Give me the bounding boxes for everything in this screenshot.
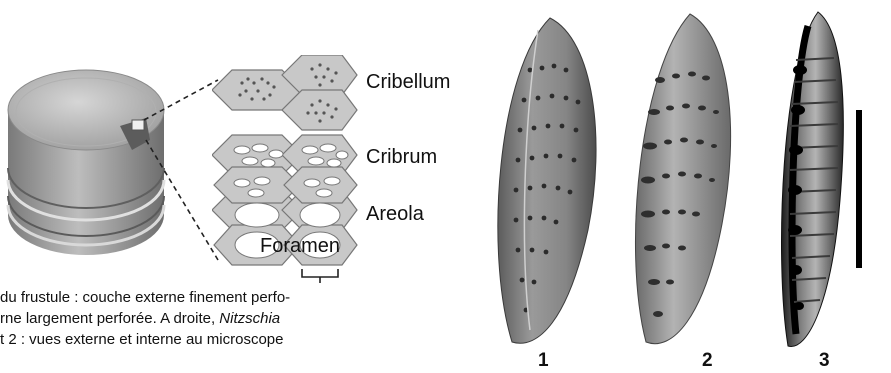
valve-2-micrograph <box>635 14 730 344</box>
diatom-micrographs <box>490 0 850 355</box>
caption-line-1: du frustule : couche externe finement pe… <box>0 287 440 308</box>
caption-species-name: Nitzschia <box>219 310 280 327</box>
label-cribellum: Cribellum <box>366 71 450 94</box>
caption-line-2-text: rne largement perforée. A droite, <box>0 310 219 327</box>
valve-1-micrograph <box>498 18 596 343</box>
figure-number-1: 1 <box>538 350 549 372</box>
figure-number-2: 2 <box>702 350 713 372</box>
caption-line-2: rne largement perforée. A droite, Nitzsc… <box>0 308 440 329</box>
label-cribrum: Cribrum <box>366 146 437 169</box>
label-areola: Areola <box>366 203 424 226</box>
label-foramen: Foramen <box>260 235 340 258</box>
figure-number-3: 3 <box>819 350 830 372</box>
scale-bar <box>856 110 862 268</box>
caption-line-3: t 2 : vues externe et interne au microsc… <box>0 329 440 350</box>
valve-3-micrograph <box>781 12 843 346</box>
figure-caption: du frustule : couche externe finement pe… <box>0 287 440 350</box>
